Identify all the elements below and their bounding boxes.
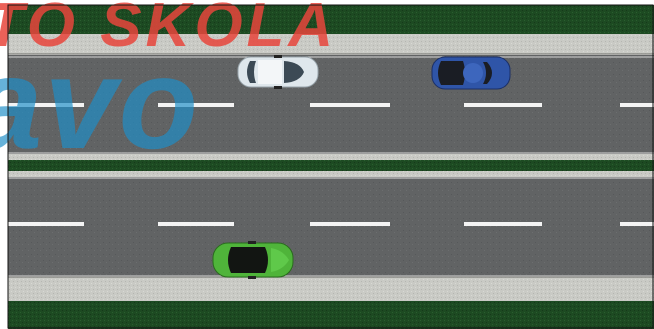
- green-car: [213, 241, 293, 279]
- lower-road: [8, 177, 654, 277]
- bottom-curb: [8, 277, 654, 301]
- watermark-bottom-text: avo: [0, 30, 200, 176]
- blue-car: [432, 57, 510, 89]
- white-car: [238, 55, 318, 89]
- bottom-grass: [8, 301, 654, 329]
